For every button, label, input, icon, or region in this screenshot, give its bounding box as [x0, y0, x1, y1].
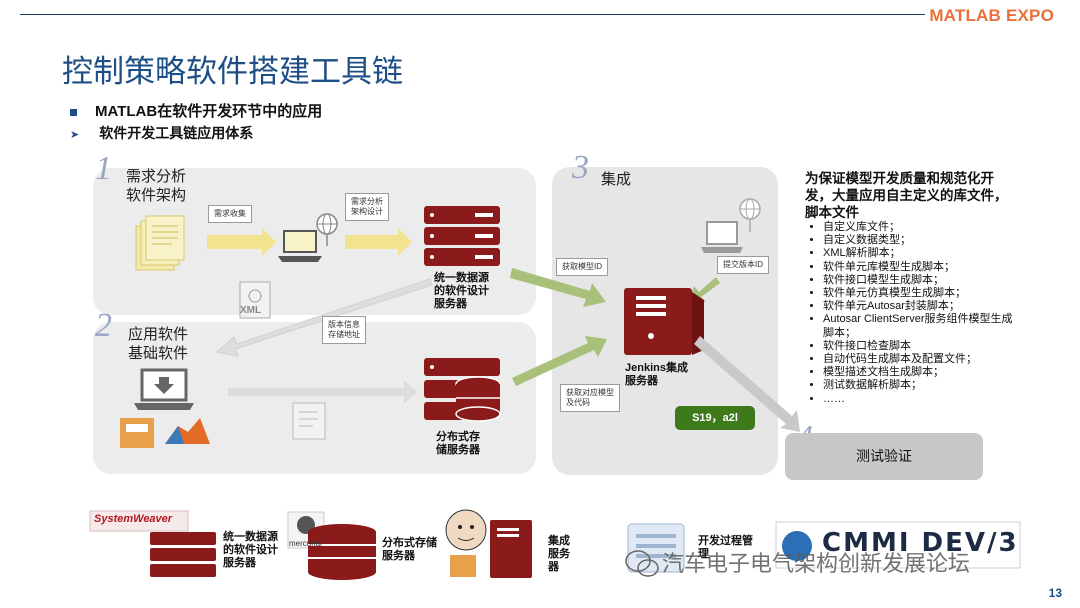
s19-a2l-badge: S19，a2l — [675, 406, 755, 430]
bottom-devprocess-label: 开发过程管理 — [698, 535, 753, 560]
list-item: 软件接口模型生成脚本； — [823, 274, 1015, 287]
mercurial-logo: mercurial — [289, 539, 322, 548]
list-item: Autosar ClientServer服务组件模型生成脚本； — [823, 313, 1015, 339]
tag-get-model-code: 获取对应模型及代码 — [560, 384, 620, 412]
list-item: 自动代码生成脚本及配置文件； — [823, 353, 1015, 366]
jenkins-server-icon — [624, 288, 704, 355]
section-3-label: 集成 — [601, 171, 632, 188]
bottom-distributed-label: 分布式存储服务器 — [382, 537, 437, 562]
tag-version-info: 版本信息存储地址 — [322, 316, 366, 344]
distributed-server-label: 分布式存储服务器 — [436, 431, 480, 456]
tag-req-collect: 需求收集 — [208, 205, 252, 223]
systemweaver-server-icon — [89, 510, 216, 577]
list-item: 软件单元库模型生成脚本； — [823, 261, 1015, 274]
distributed-server-icon — [424, 358, 501, 422]
arrow-to-distributed — [228, 381, 418, 403]
section-number-3: 3 — [572, 149, 589, 186]
matlab-expo-logo: MATLAB EXPO — [929, 6, 1054, 25]
slide-title: 控制策略软件搭建工具链 — [62, 54, 403, 90]
bottom-integration-label: 集成服务器 — [548, 535, 570, 573]
tag-get-model-id: 获取模型ID — [556, 258, 608, 276]
xml-label: XML — [240, 305, 262, 316]
section-number-2: 2 — [95, 307, 112, 344]
right-panel-heading: 为保证模型开发质量和规范化开发，大量应用自主定义的库文件，脚本文件 — [805, 171, 1008, 220]
bullet-2: ➤软件开发工具链应用体系 — [70, 125, 254, 141]
arrow-to-test — [694, 336, 800, 432]
list-item: 软件接口检查脚本 — [823, 340, 1015, 353]
list-item: 模型描述文档生成脚本； — [823, 366, 1015, 379]
embedded-coder-icon — [120, 418, 154, 448]
matlab-logo-icon — [165, 418, 210, 444]
systemweaver-logo: SystemWeaver — [94, 513, 173, 525]
list-item: 测试数据解析脚本； — [823, 379, 1015, 392]
laptop-globe-icon — [278, 213, 338, 262]
tag-submit-version-id: 提交版本ID — [717, 256, 769, 274]
mercurial-server-icon — [287, 511, 376, 580]
cmmi-logo-icon — [775, 521, 1021, 569]
bottom-unified-label: 统一数据源的软件设计服务器 — [223, 531, 278, 569]
list-item: …… — [823, 393, 1015, 406]
arrow-bullet-icon: ➤ — [70, 129, 80, 141]
section-2-label: 应用软件基础软件 — [128, 326, 189, 362]
header-rule — [20, 14, 925, 15]
documents-icon — [135, 215, 185, 271]
list-item: 软件单元仿真模型生成脚本； — [823, 287, 1015, 300]
download-laptop-icon — [134, 368, 194, 410]
jenkins-server-label: Jenkins集成服务器 — [625, 362, 688, 387]
section-number-1: 1 — [95, 150, 112, 187]
script-list: 自定义库文件； 自定义数据类型； XML解析脚本； 软件单元库模型生成脚本； 软… — [805, 221, 1015, 406]
unified-server-icon — [424, 206, 500, 266]
wechat-icon — [625, 550, 659, 577]
cmmi-logo-text: CMMI DEV/3 — [822, 528, 1019, 558]
page-number: 13 — [1048, 586, 1062, 600]
list-item: 自定义数据类型； — [823, 234, 1015, 247]
arrow-collect — [207, 228, 276, 256]
arrow-get-model-code — [512, 336, 607, 386]
section-1-label: 需求分析软件架构 — [126, 168, 187, 204]
xml-file-icon — [239, 281, 271, 319]
arrow-design — [345, 228, 412, 256]
devprocess-server-icon — [627, 523, 685, 573]
test-verification-box: 测试验证 — [785, 433, 983, 480]
bullet-1: MATLAB在软件开发环节中的应用 — [70, 100, 322, 121]
unified-server-label: 统一数据源的软件设计服务器 — [434, 272, 489, 310]
laptop-globe-2-icon — [701, 198, 761, 253]
list-item: XML解析脚本； — [823, 247, 1015, 260]
watermark-text: 汽车电子电气架构创新发展论坛 — [662, 551, 971, 576]
right-panel: 为保证模型开发质量和规范化开发，大量应用自主定义的库文件，脚本文件 自定义库文件… — [805, 170, 1015, 406]
list-item: 自定义库文件； — [823, 221, 1015, 234]
list-item: 软件单元Autosar封装脚本； — [823, 300, 1015, 313]
arrow-get-model-id — [510, 268, 606, 307]
square-bullet-icon — [70, 108, 77, 116]
jenkins-bottom-icon — [445, 509, 532, 578]
code-doc-icon — [292, 402, 326, 440]
tag-req-analysis: 需求分析架构设计 — [345, 193, 389, 221]
